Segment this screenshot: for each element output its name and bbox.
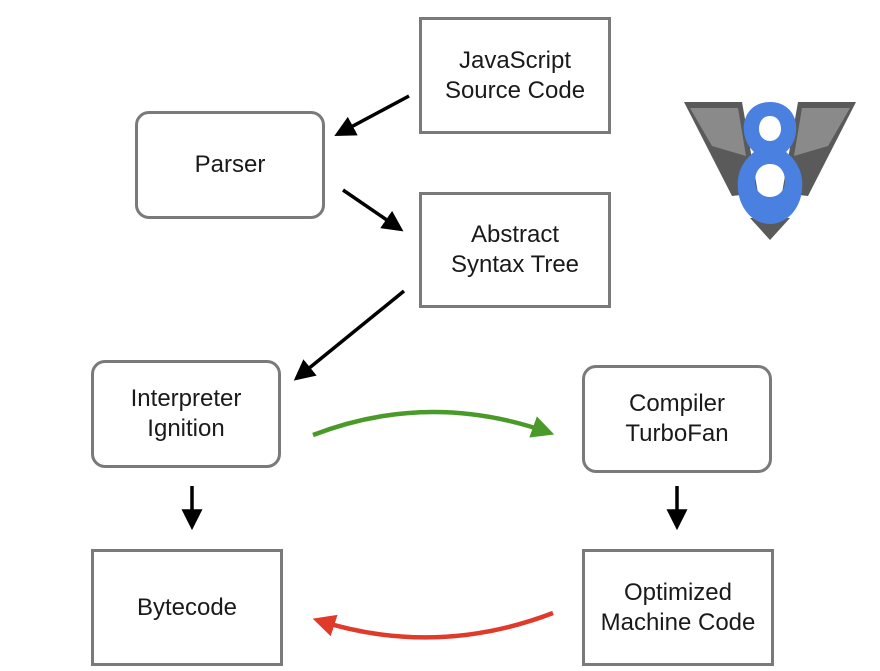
- arrow-parser-to-ast: [342, 188, 404, 232]
- node-parser: Parser: [135, 111, 325, 219]
- node-abstract-syntax-tree: Abstract Syntax Tree: [419, 192, 611, 308]
- node-label-line: Compiler: [628, 390, 726, 417]
- node-label-line: Interpreter: [130, 385, 242, 412]
- v8-logo-point: [750, 218, 790, 240]
- node-interpreter-ignition: Interpreter Ignition: [91, 360, 281, 468]
- v8-logo-eight: [737, 102, 803, 224]
- node-label-line: Source Code: [444, 76, 586, 104]
- node-label-line: Abstract: [470, 221, 560, 248]
- node-label-line: Ignition: [147, 415, 225, 442]
- node-label-line: TurboFan: [625, 420, 729, 447]
- v8-logo-right-wing-shade: [794, 108, 850, 156]
- node-label-line: Parser: [194, 151, 266, 178]
- arrow-deoptimize-machine-code-to-bytecode: [312, 610, 554, 640]
- node-label-line: Bytecode: [136, 593, 238, 621]
- v8-logo-left-wing-shade: [690, 108, 746, 156]
- node-compiler-turbofan: Compiler TurboFan: [582, 365, 772, 473]
- arrow-optimize-interpreter-to-compiler: [312, 409, 555, 438]
- arrow-ast-to-interpreter: [293, 289, 406, 381]
- node-bytecode: Bytecode: [91, 549, 283, 666]
- node-label-line: Machine Code: [600, 608, 756, 636]
- node-label-line: Syntax Tree: [450, 251, 580, 278]
- v8-logo-icon: [684, 102, 856, 240]
- node-label-line: Optimized: [623, 578, 733, 606]
- node-javascript-source-code: JavaScript Source Code: [419, 17, 611, 134]
- arrow-source-to-parser: [334, 94, 410, 136]
- node-label-line: JavaScript: [458, 46, 572, 74]
- node-optimized-machine-code: Optimized Machine Code: [582, 549, 774, 666]
